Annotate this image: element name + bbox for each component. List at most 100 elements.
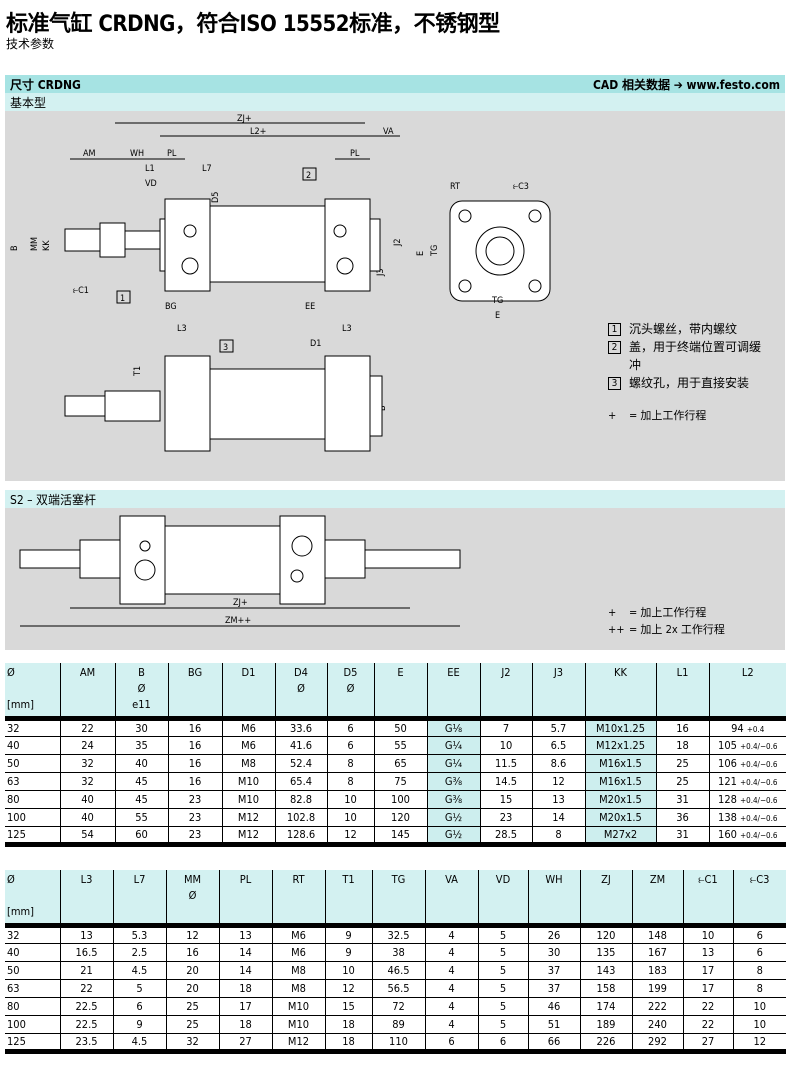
cell-value: M10 xyxy=(237,774,260,788)
header-line: ZJ xyxy=(601,873,611,886)
table-cell: 27 xyxy=(218,1033,272,1051)
table-cell: M20x1.5 xyxy=(584,808,656,826)
header-line: AM xyxy=(79,666,96,679)
table-cell: 16 xyxy=(167,718,222,736)
cell-value: 100 xyxy=(391,792,410,806)
table-cell: M10 xyxy=(271,1015,325,1033)
note-symbol: + xyxy=(608,606,617,619)
tolerance: +0.4/−0.6 xyxy=(740,759,778,769)
table-cell: 18 xyxy=(218,1015,272,1033)
table-cell: 41.6 xyxy=(274,736,327,754)
table-cell: 46 xyxy=(527,997,580,1015)
basic-type-label: 基本型 xyxy=(5,93,785,111)
table-cell: 25 xyxy=(165,1015,219,1033)
cell-value: 9 xyxy=(136,1017,143,1031)
table-cell: M10 xyxy=(271,997,325,1015)
table-cell: 135 xyxy=(579,943,632,961)
table-cell: 10 xyxy=(324,961,372,979)
header-line: L2 xyxy=(741,666,754,679)
cell-value: 10 xyxy=(753,999,767,1013)
cell-value: 14 xyxy=(239,945,252,959)
cell-value: G½ xyxy=(444,810,463,824)
table-cell: 128 +0.4/−0.6 xyxy=(708,790,786,808)
cell-value: 292 xyxy=(648,1034,667,1048)
cell-value: 5.7 xyxy=(550,721,567,735)
cell-value: 5.3 xyxy=(131,928,148,942)
table-cell: 199 xyxy=(631,979,683,997)
section-title: 尺寸 CRDNG xyxy=(10,78,81,92)
table-cell: 8 xyxy=(732,979,786,997)
table-cell: 25 xyxy=(655,772,709,790)
table-cell: 32 xyxy=(59,772,115,790)
dim-l3-2: L3 xyxy=(342,324,352,334)
cell-value: 4.5 xyxy=(131,1034,148,1048)
cell-value: 102.8 xyxy=(286,810,316,824)
table-cell: 33.6 xyxy=(274,718,327,736)
table-cell: 12 xyxy=(326,826,374,844)
table-cell: 14.5 xyxy=(479,772,532,790)
table-cell: 9 xyxy=(324,943,372,961)
cell-value: M10 xyxy=(287,1017,310,1031)
cell-value: 13 xyxy=(701,945,715,959)
cell-value: 4 xyxy=(448,1017,455,1031)
cell-value: M12x1.25 xyxy=(595,738,645,752)
cell-value: M12 xyxy=(237,827,260,841)
dim-zj-s2: ZJ+ xyxy=(233,598,248,608)
column-header: E xyxy=(373,663,427,718)
table-cell: M6 xyxy=(221,736,275,754)
table-cell: G¼ xyxy=(426,736,480,754)
header-line xyxy=(7,888,58,904)
cell-value: 22 xyxy=(701,1017,715,1031)
tolerance: +0.4/−0.6 xyxy=(740,813,778,823)
legend-num: 1 xyxy=(608,323,621,336)
table-cell: M12 xyxy=(271,1033,325,1051)
header-line: RT xyxy=(292,873,305,886)
table-cell: 22 xyxy=(59,979,113,997)
column-header: L1 xyxy=(655,663,709,718)
plus-note: += 加上工作行程 xyxy=(608,407,761,424)
column-header: VA xyxy=(424,870,478,925)
dim-j3: J3 xyxy=(376,268,386,277)
table-cell: G¼ xyxy=(426,754,480,772)
table-cell: 138 +0.4/−0.6 xyxy=(708,808,786,826)
table-cell: 46.5 xyxy=(371,961,425,979)
table-cell: 65 xyxy=(373,754,427,772)
dim-vd: VD xyxy=(145,179,157,189)
cell-value: 167 xyxy=(648,945,667,959)
cell-value: 10 xyxy=(499,738,513,752)
column-header: J2 xyxy=(479,663,532,718)
cell-value: 12 xyxy=(552,774,565,788)
cell-value: 138 xyxy=(718,810,737,824)
cell-value: M6 xyxy=(241,721,256,735)
cell-value: 32 xyxy=(7,928,20,942)
table-cell: 106 +0.4/−0.6 xyxy=(708,754,786,772)
cad-link[interactable]: CAD 相关数据 ➔ www.festo.com xyxy=(592,78,780,92)
cell-value: 27 xyxy=(701,1034,715,1048)
table-cell: 12 xyxy=(165,925,219,943)
table-cell: 5.3 xyxy=(112,925,166,943)
dim-e: E xyxy=(495,311,500,321)
header-line: E xyxy=(397,666,404,679)
table-cell: 28.5 xyxy=(479,826,532,844)
dim-zm: ZM++ xyxy=(225,616,251,626)
header-line: [mm] xyxy=(7,905,35,918)
column-header: KK xyxy=(584,663,656,718)
cell-value: 66 xyxy=(547,1034,561,1048)
cell-value: 22 xyxy=(80,981,93,995)
table-cell: 120 xyxy=(579,925,632,943)
table-cell: M12x1.25 xyxy=(584,736,656,754)
cell-value: 4 xyxy=(448,963,455,977)
page-title: 标准气缸 CRDNG，符合ISO 15552标准，不锈钢型 xyxy=(6,12,500,37)
cell-value: 5 xyxy=(499,945,507,959)
header-line: J2 xyxy=(501,666,511,679)
cell-value: M10 xyxy=(237,792,260,806)
cell-value: 5 xyxy=(499,981,507,995)
table-cell: 292 xyxy=(631,1033,683,1051)
